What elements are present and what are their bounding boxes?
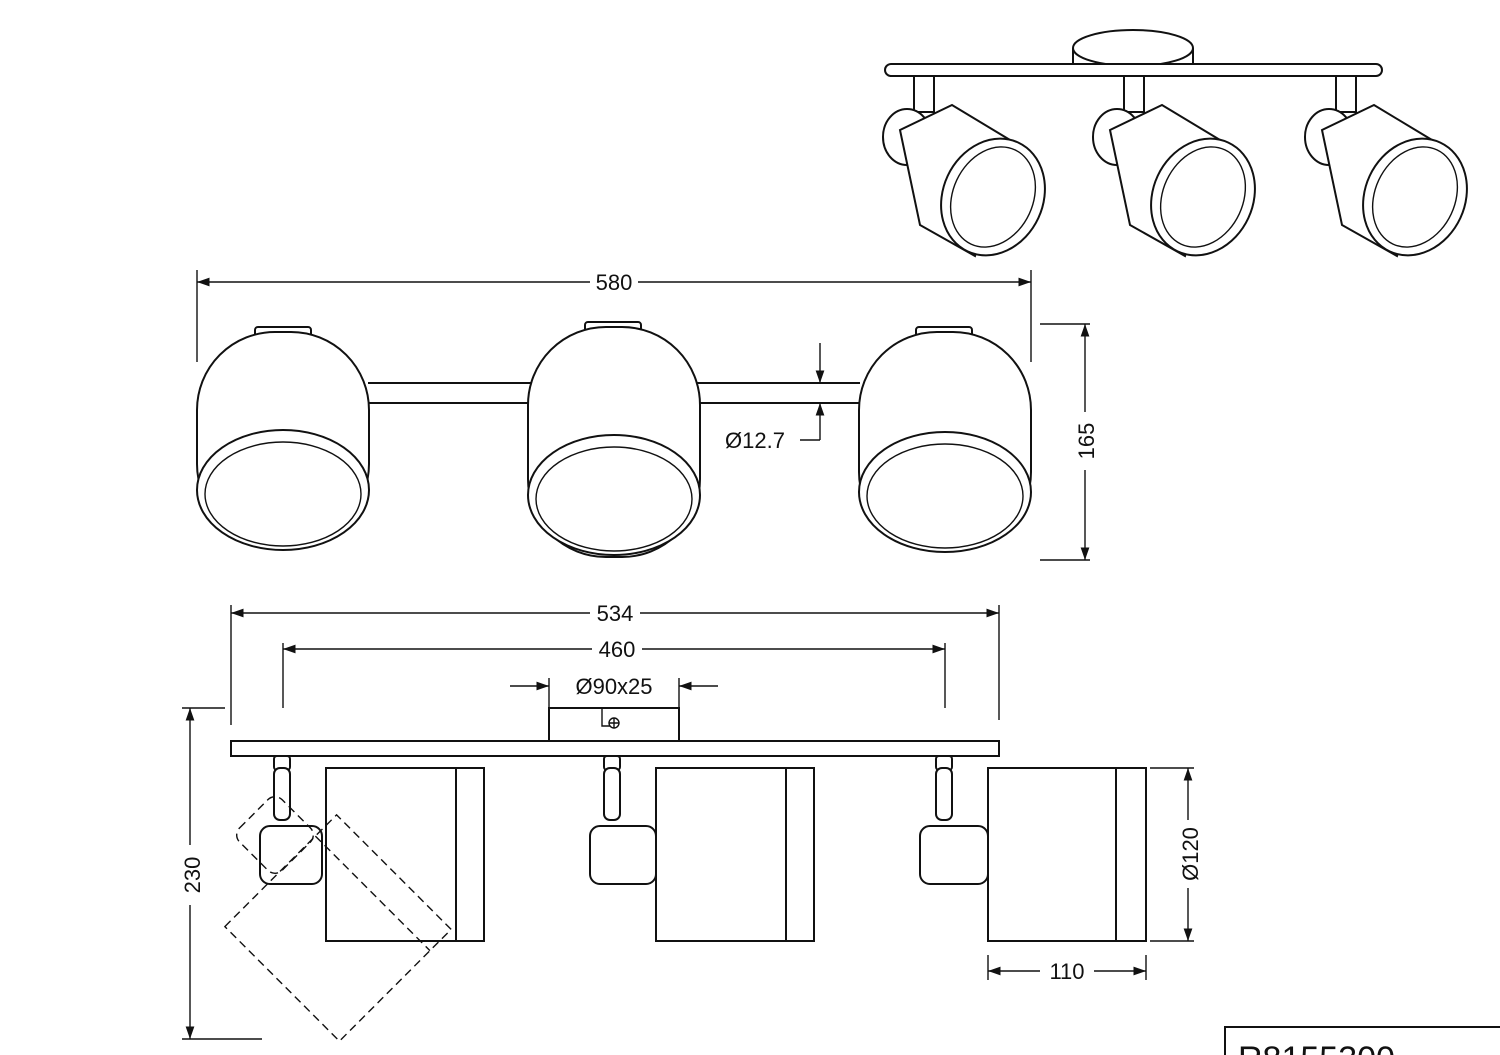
dim-canopy: Ø90x25 — [575, 674, 652, 699]
front-spot-right — [919, 755, 1147, 942]
dim-580: 580 — [596, 270, 633, 295]
top-shade-right — [858, 326, 1032, 553]
dim-shade-diameter: Ø120 — [1178, 827, 1203, 881]
mounting-bar — [230, 740, 1000, 757]
top-view: 580 165 Ø12.7 — [196, 270, 1099, 561]
front-spot-middle — [589, 755, 815, 942]
article-number: R8155300 — [1238, 1040, 1395, 1055]
front-spot-left — [223, 755, 485, 1043]
dim-534: 534 — [597, 601, 634, 626]
dim-165: 165 — [1074, 423, 1099, 460]
perspective-view — [882, 29, 1468, 258]
dim-110: 110 — [1049, 959, 1084, 984]
dim-230: 230 — [180, 857, 205, 894]
dim-460: 460 — [599, 637, 636, 662]
top-shade-middle — [527, 321, 701, 558]
perspective-spot-right — [1304, 75, 1468, 258]
article-number-box: R8155300 — [1224, 1026, 1500, 1055]
perspective-spot-middle — [1092, 75, 1256, 258]
perspective-spot-left — [882, 75, 1046, 258]
top-shade-left — [196, 326, 370, 551]
dim-arm-diameter: Ø12.7 — [725, 428, 785, 453]
front-view: 534 460 Ø90x25 230 Ø120 110 — [180, 601, 1203, 1043]
